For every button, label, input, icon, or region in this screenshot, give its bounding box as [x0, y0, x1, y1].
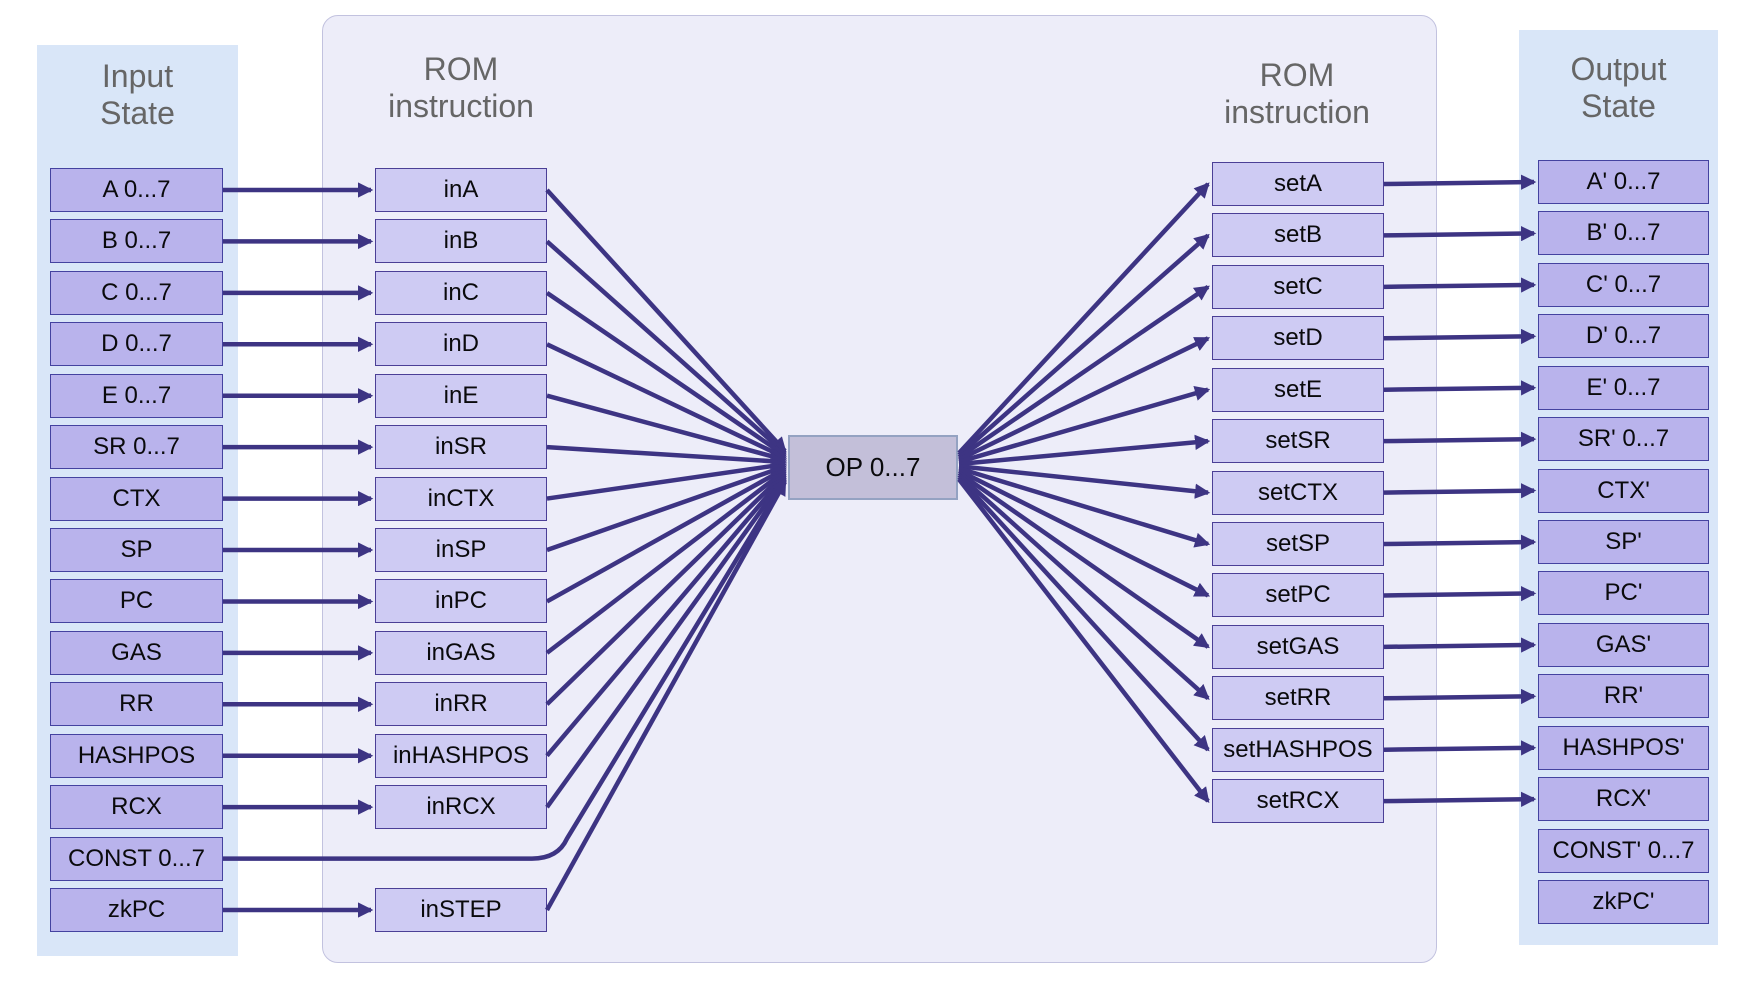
rom-in-node-inrcx: inRCX: [375, 785, 547, 830]
rom-set-node-setctx: setCTX: [1212, 470, 1384, 515]
output-node-ctx: CTX': [1538, 468, 1709, 513]
output-node-e-0-7: E' 0...7: [1538, 365, 1709, 410]
output-node-zkpc: zkPC': [1538, 880, 1709, 925]
rom-set-node-sete: setE: [1212, 367, 1384, 412]
rom-in-node-insr: inSR: [375, 425, 547, 470]
input-node-d-0-7: D 0...7: [50, 322, 223, 367]
input-node-zkpc: zkPC: [50, 888, 223, 933]
rom-in-node-ine: inE: [375, 373, 547, 418]
rom-set-node-setc: setC: [1212, 264, 1384, 309]
input-node-gas: GAS: [50, 630, 223, 675]
rom-set-node-seta: setA: [1212, 162, 1384, 206]
rom-set-node-setrr: setRR: [1212, 676, 1384, 721]
output-state-header: Output State: [1570, 51, 1667, 124]
rom-in-node-inc: inC: [375, 270, 547, 315]
rom-instruction-header-right: ROM instruction: [1224, 57, 1370, 130]
rom-set-node-setb: setB: [1212, 213, 1384, 258]
input-state-header: Input State: [100, 58, 175, 131]
input-node-rr: RR: [50, 682, 223, 727]
rom-instruction-header-left: ROM instruction: [388, 51, 534, 124]
rom-in-node-inb: inB: [375, 219, 547, 264]
rom-set-node-setsr: setSR: [1212, 419, 1384, 464]
input-node-rcx: RCX: [50, 785, 223, 830]
output-node-hashpos: HASHPOS': [1538, 725, 1709, 770]
output-node-rcx: RCX': [1538, 777, 1709, 822]
output-node-const-0-7: CONST' 0...7: [1538, 828, 1709, 873]
op-node: OP 0...7: [788, 435, 958, 500]
output-node-sr-0-7: SR' 0...7: [1538, 417, 1709, 462]
output-node-b-0-7: B' 0...7: [1538, 211, 1709, 256]
rom-set-node-setpc: setPC: [1212, 573, 1384, 618]
output-node-pc: PC': [1538, 571, 1709, 616]
rom-in-node-inhashpos: inHASHPOS: [375, 733, 547, 778]
rom-in-node-ingas: inGAS: [375, 630, 547, 675]
output-node-rr: RR': [1538, 674, 1709, 719]
input-node-sr-0-7: SR 0...7: [50, 425, 223, 470]
input-node-pc: PC: [50, 579, 223, 624]
input-node-b-0-7: B 0...7: [50, 219, 223, 264]
rom-set-node-setgas: setGAS: [1212, 624, 1384, 669]
rom-in-node-instep: inSTEP: [375, 888, 547, 933]
rom-in-node-inrr: inRR: [375, 682, 547, 727]
rom-in-node-ind: inD: [375, 322, 547, 367]
output-node-d-0-7: D' 0...7: [1538, 314, 1709, 359]
rom-set-node-setd: setD: [1212, 316, 1384, 361]
input-node-const-0-7: CONST 0...7: [50, 836, 223, 881]
input-node-hashpos: HASHPOS: [50, 733, 223, 778]
input-node-ctx: CTX: [50, 476, 223, 521]
input-node-a-0-7: A 0...7: [50, 168, 223, 212]
output-node-c-0-7: C' 0...7: [1538, 262, 1709, 307]
rom-in-node-ina: inA: [375, 168, 547, 212]
rom-set-node-setrcx: setRCX: [1212, 779, 1384, 824]
input-node-e-0-7: E 0...7: [50, 373, 223, 418]
input-node-c-0-7: C 0...7: [50, 270, 223, 315]
rom-set-node-sethashpos: setHASHPOS: [1212, 727, 1384, 772]
rom-in-node-insp: inSP: [375, 528, 547, 572]
rom-set-node-setsp: setSP: [1212, 522, 1384, 566]
rom-in-node-inpc: inPC: [375, 579, 547, 624]
output-node-a-0-7: A' 0...7: [1538, 160, 1709, 204]
input-node-sp: SP: [50, 528, 223, 572]
output-node-gas: GAS': [1538, 622, 1709, 667]
rom-in-node-inctx: inCTX: [375, 476, 547, 521]
output-node-sp: SP': [1538, 520, 1709, 564]
